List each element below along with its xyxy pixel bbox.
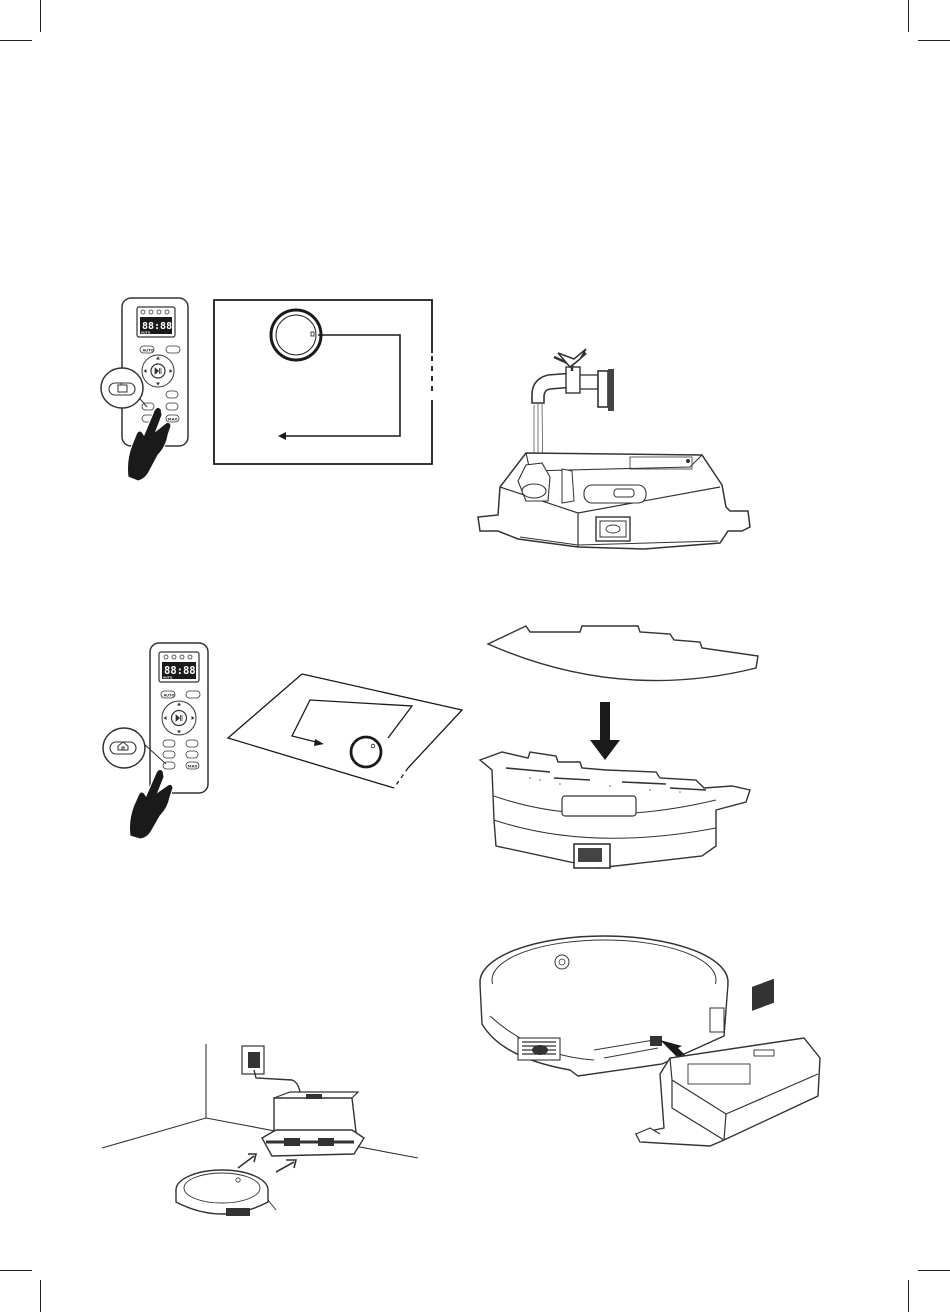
crop-mark-bottom-left-v bbox=[40, 1280, 41, 1312]
robot-top-view bbox=[271, 310, 321, 360]
water-tank-2 bbox=[480, 752, 750, 868]
figure-tank-insert bbox=[474, 928, 830, 1160]
robot-top-view-2 bbox=[351, 737, 381, 767]
crop-mark-bottom-right-v bbox=[908, 1280, 909, 1312]
figure-edge-clean-path bbox=[212, 298, 442, 468]
spot-button[interactable] bbox=[166, 346, 180, 353]
crop-mark-bottom-left-h bbox=[0, 1270, 32, 1271]
lcd-mode-text: AUTO bbox=[141, 331, 151, 335]
crop-mark-bottom-right-h bbox=[918, 1270, 950, 1271]
approach-arrow-icon-2 bbox=[276, 1160, 296, 1172]
water-tank bbox=[478, 453, 750, 549]
down-arrow-icon bbox=[590, 702, 620, 760]
lcd-mode-text-2: AUTO bbox=[163, 676, 173, 680]
auto-button-2-label: AUTO bbox=[164, 694, 175, 698]
auto-button-label: AUTO bbox=[143, 349, 154, 353]
robot-vacuum-small bbox=[176, 1170, 276, 1216]
figure-water-tank-fill bbox=[470, 345, 780, 575]
return-route bbox=[292, 700, 412, 742]
power-outlet-icon bbox=[242, 1046, 264, 1074]
crop-mark-top-right-v bbox=[908, 0, 909, 32]
figure-remote-edge-clean: 88:88 AUTO AUTO MAX bbox=[100, 295, 200, 485]
figure-mop-attach bbox=[470, 620, 770, 880]
figure-remote-home: 88:88 AUTO AUTO MAX bbox=[100, 640, 212, 840]
max-button-2-label: MAX bbox=[188, 763, 198, 768]
charging-dock bbox=[262, 1092, 364, 1156]
route-arrow-icon-2 bbox=[314, 739, 324, 746]
max-button-label: MAX bbox=[168, 416, 178, 421]
faucet-icon bbox=[532, 349, 614, 411]
spot-button-2[interactable] bbox=[186, 691, 200, 698]
mop-pad bbox=[488, 626, 758, 681]
approach-arrow-icon bbox=[238, 1154, 256, 1168]
figure-charging-dock bbox=[100, 1040, 420, 1230]
route-arrow-icon bbox=[278, 432, 286, 440]
crop-mark-top-left-v bbox=[40, 0, 41, 32]
figure-return-home-path bbox=[226, 672, 466, 794]
crop-mark-top-right-h bbox=[918, 40, 950, 41]
crop-mark-top-left-h bbox=[0, 40, 32, 41]
